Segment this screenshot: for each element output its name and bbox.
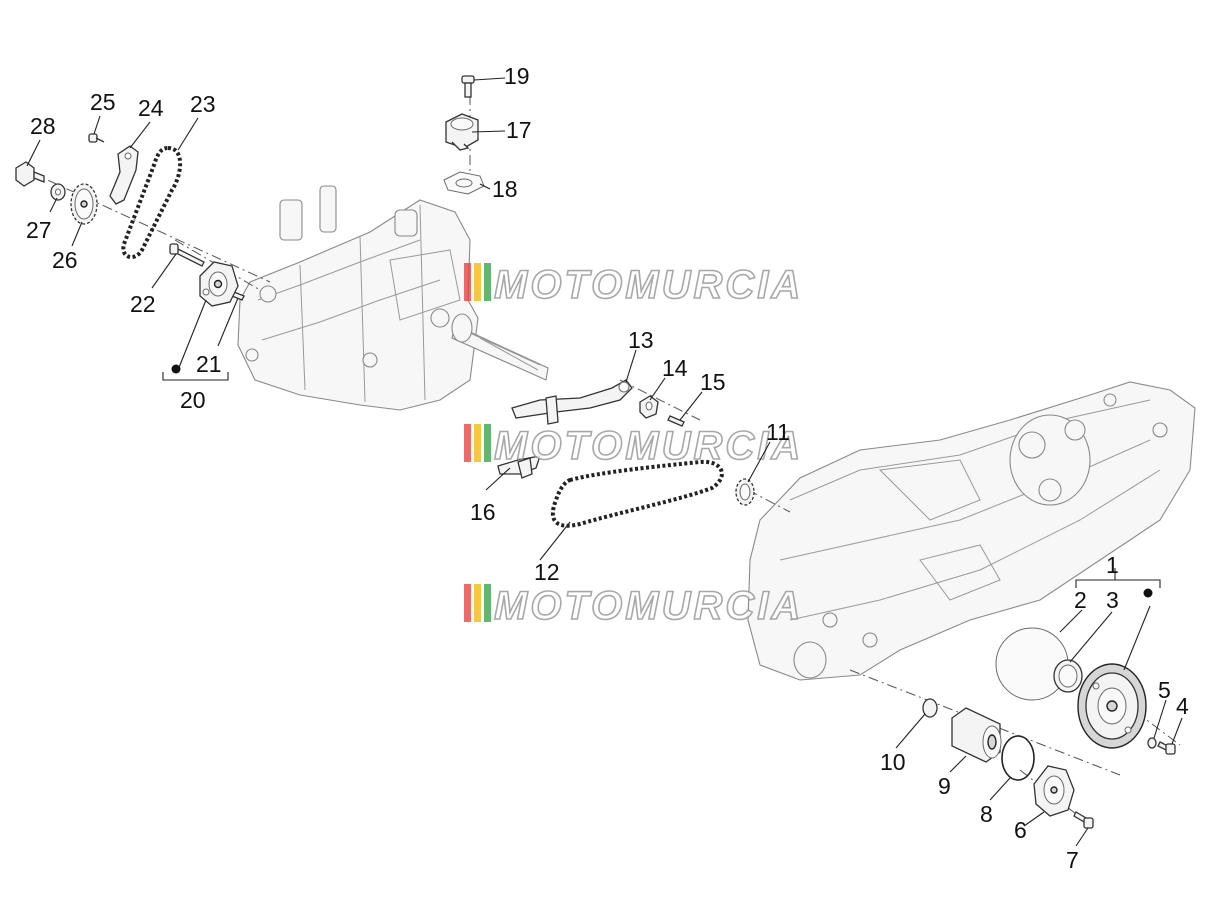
watermark-text: MOTOMURCIA — [494, 584, 803, 628]
callout-21: 21 — [196, 351, 222, 377]
callout-15: 15 — [700, 369, 726, 395]
part-15-bolt — [667, 415, 685, 427]
part-27-washer — [50, 183, 66, 201]
part-2-o-ring — [995, 627, 1069, 701]
callout-26: 26 — [52, 247, 78, 273]
callout-13: 13 — [628, 327, 654, 353]
callout-6: 6 — [1014, 817, 1027, 843]
callout-1: 1 — [1106, 552, 1119, 578]
callout-27: 27 — [26, 217, 52, 243]
part-11-sprocket — [735, 478, 755, 506]
callout-23: 23 — [190, 91, 216, 117]
part-8-o-ring — [1001, 735, 1035, 781]
callout-8: 8 — [980, 801, 993, 827]
part-26-sprocket — [70, 183, 98, 225]
part-14-spacer — [639, 395, 659, 419]
callout-4: 4 — [1176, 693, 1189, 719]
callout-5: 5 — [1158, 677, 1171, 703]
part-4-bolt — [1157, 741, 1176, 755]
crankcase-cover — [747, 381, 1196, 681]
callout-20: 20 — [180, 387, 206, 413]
part-13-chain-guide — [511, 379, 633, 425]
part-3-oil-seal — [1053, 659, 1083, 693]
watermark-text: MOTOMURCIA — [494, 424, 803, 468]
part-1-oil-pump-cover — [1077, 663, 1147, 749]
callout-11: 11 — [766, 419, 790, 445]
callout-12: 12 — [534, 559, 560, 585]
part-18-gasket — [443, 171, 485, 195]
part-22-shaft — [169, 243, 205, 267]
part-5-washer — [1147, 737, 1157, 749]
part-28-bolt — [15, 161, 45, 187]
callout-10: 10 — [880, 749, 906, 775]
watermark-top: MOTOMURCIA — [464, 262, 803, 308]
callout-25: 25 — [90, 89, 116, 115]
part-23-timing-chain — [121, 145, 183, 260]
callout-2: 2 — [1074, 587, 1087, 613]
callout-3: 3 — [1106, 587, 1119, 613]
watermark-middle: MOTOMURCIA — [464, 423, 803, 469]
callout-9: 9 — [938, 773, 951, 799]
part-24-chain-tensioner — [109, 145, 139, 205]
callout-16: 16 — [470, 499, 496, 525]
watermark-bottom: MOTOMURCIA — [464, 583, 803, 629]
part-7-bolt — [1073, 811, 1094, 829]
callout-24: 24 — [138, 95, 164, 121]
callout-17: 17 — [506, 117, 532, 143]
part-6-filter-cover — [1033, 765, 1075, 817]
callout-14: 14 — [662, 355, 688, 381]
leader-lines — [26, 77, 1183, 847]
engine-block — [237, 185, 549, 411]
part-17-chain-tensioner — [445, 113, 479, 151]
callout-28: 28 — [30, 113, 56, 139]
callout-labels: 28 27 26 25 24 23 22 21 20 19 17 18 13 1… — [26, 63, 1189, 873]
callout-18: 18 — [492, 176, 518, 202]
part-9-oil-filter — [951, 707, 1002, 763]
part-19-bolt — [461, 75, 475, 98]
part-12-drive-chain — [550, 459, 724, 528]
part-10-circlip — [922, 698, 938, 718]
callout-7: 7 — [1066, 847, 1079, 873]
part-25-screw — [88, 133, 105, 143]
watermark-text: MOTOMURCIA — [494, 263, 803, 307]
callout-19: 19 — [504, 63, 530, 89]
part-20-oil-pump — [199, 261, 239, 307]
callout-22: 22 — [130, 291, 156, 317]
